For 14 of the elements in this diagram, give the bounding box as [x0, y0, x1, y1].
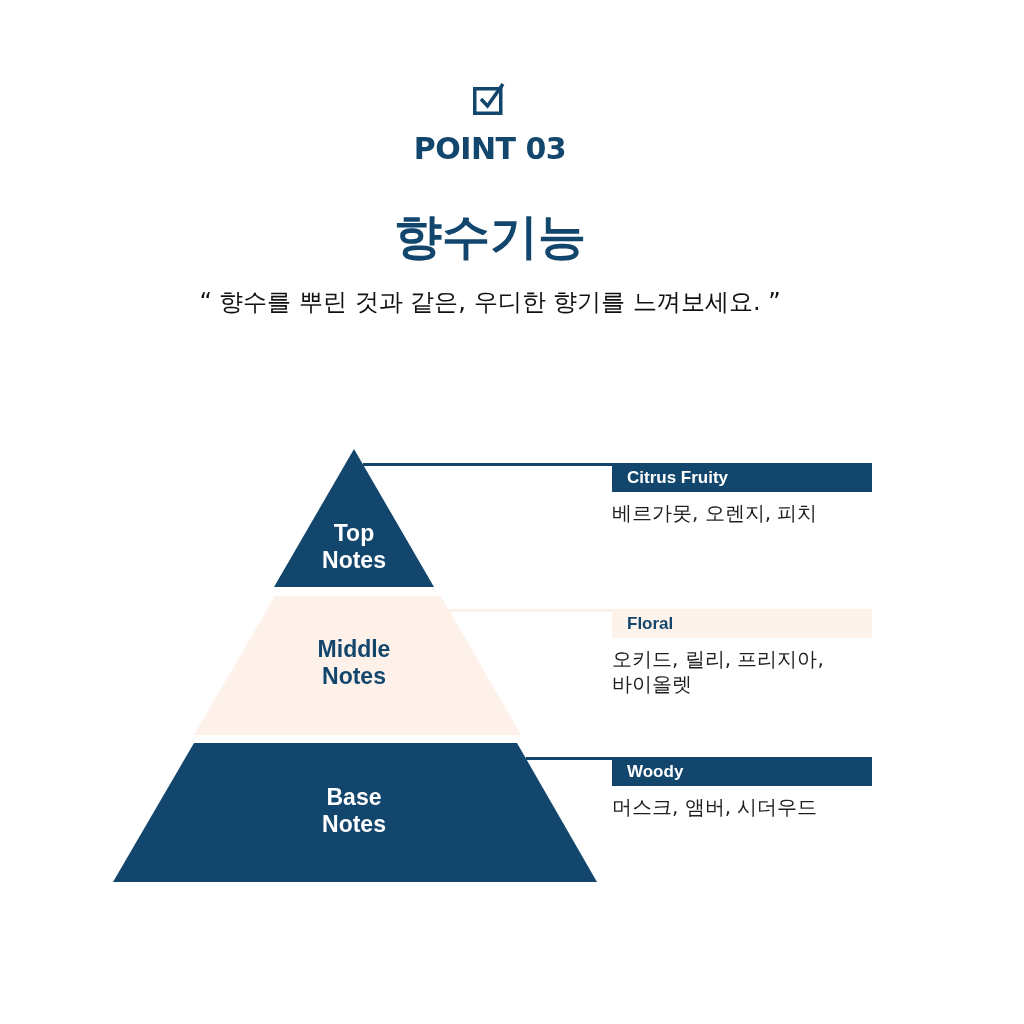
connector-line [363, 463, 612, 466]
heading-bar: Woody [612, 757, 872, 786]
description-text: 머스크, 앰버, 시더우드 [612, 795, 819, 820]
point-heading: POINT 03 [413, 131, 567, 166]
heading-bar: Floral [612, 609, 872, 638]
quote-text: “ 향수를 뿌린 것과 같은, 우디한 향기를 느껴보세요. ” [199, 288, 781, 316]
tier-label: Middle Notes [317, 636, 391, 690]
description-text: 베르가못, 오렌지, 피치 [612, 501, 819, 526]
tier-label: Top Notes [322, 520, 386, 574]
title: 향수기능 [394, 208, 586, 264]
tier-label: Base Notes [322, 784, 386, 838]
description-text: 오키드, 릴리, 프리지아, 바이올렛 [612, 647, 825, 697]
connector-line [525, 757, 612, 760]
heading-bar: Citrus Fruity [612, 463, 872, 492]
